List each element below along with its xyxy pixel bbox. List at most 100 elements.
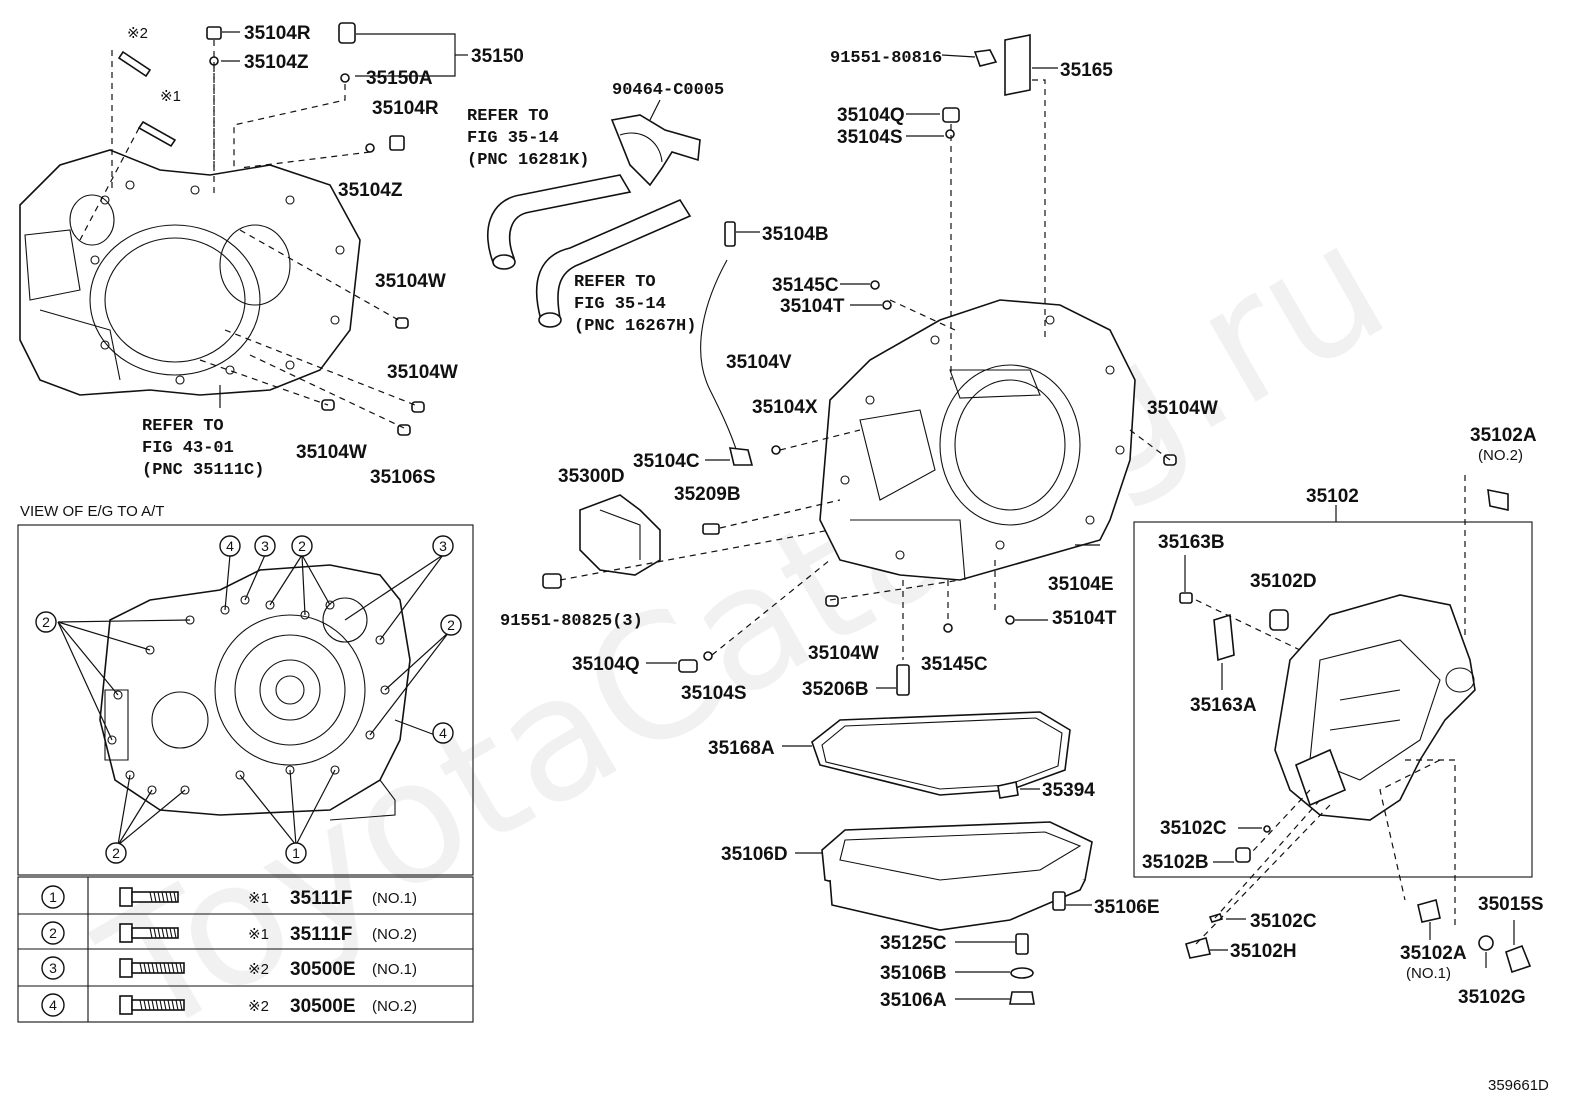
inset-engine-view <box>99 564 411 821</box>
svg-text:2: 2 <box>298 538 306 554</box>
refer-note-3-line2: FIG 35-14 <box>574 295 666 314</box>
label-35102G: 35102G <box>1458 987 1526 1008</box>
label-35209B: 35209B <box>674 484 741 505</box>
breather-tube <box>700 221 781 466</box>
bolt-icon <box>119 887 133 907</box>
extension-housing-illustration <box>1179 488 1532 974</box>
label-91551-80816: 91551-80816 <box>830 49 942 68</box>
label-35102C-b: 35102C <box>1250 911 1317 932</box>
label-35165: 35165 <box>1060 60 1113 81</box>
label-35104R-mid: 35104R <box>372 98 439 119</box>
label-35206B: 35206B <box>802 679 869 700</box>
refer-note-3-line1: REFER TO <box>574 273 656 292</box>
row-number: 1 <box>49 889 57 905</box>
left-small-parts <box>117 22 425 436</box>
row-number: 3 <box>49 960 57 976</box>
converter-housing-illustration <box>19 149 361 396</box>
center-leader-lines <box>559 54 1171 689</box>
row-part-number: 30500E <box>290 959 356 980</box>
label-35125C: 35125C <box>880 933 947 954</box>
row-part-number: 35111F <box>290 888 352 909</box>
label-35102H: 35102H <box>1230 941 1297 962</box>
row-part-number: 35111F <box>290 924 352 945</box>
label-35163A: 35163A <box>1190 695 1257 716</box>
left-leader-lines <box>79 31 468 429</box>
refer-note-3-line3: (PNC 16267H) <box>574 317 696 336</box>
label-35102D: 35102D <box>1250 571 1317 592</box>
row-mark: ※2 <box>248 998 269 1015</box>
row-number: 2 <box>49 925 57 941</box>
label-35104V: 35104V <box>726 352 792 373</box>
label-35104E: 35104E <box>1048 574 1114 595</box>
label-91551-80825: 91551-80825(3) <box>500 612 643 631</box>
inset-frame <box>17 524 474 876</box>
label-35102A-top-sub: (NO.2) <box>1478 447 1523 464</box>
row-number-circle <box>41 885 65 909</box>
label-35104Q-top: 35104Q <box>837 105 905 126</box>
row-number-circle <box>41 956 65 980</box>
label-35102A-top: 35102A <box>1470 425 1537 446</box>
row-part-number: 30500E <box>290 996 356 1017</box>
row-number: 4 <box>49 997 57 1013</box>
label-35106S: 35106S <box>370 467 436 488</box>
extension-housing-frame <box>1133 521 1533 878</box>
label-35106D: 35106D <box>721 844 788 865</box>
svg-text:2: 2 <box>42 614 50 630</box>
label-35106E: 35106E <box>1094 897 1160 918</box>
label-35163B: 35163B <box>1158 532 1225 553</box>
label-35104Z-mid: 35104Z <box>338 180 403 201</box>
row-number-circle <box>41 921 65 945</box>
bolt-table-row: 3 ※2 30500E (NO.1) <box>41 956 417 980</box>
svg-text:3: 3 <box>261 538 269 554</box>
label-35102A-bot-sub: (NO.1) <box>1406 965 1451 982</box>
label-35102A-bot: 35102A <box>1400 943 1467 964</box>
label-35168A: 35168A <box>708 738 775 759</box>
label-35394: 35394 <box>1042 780 1095 801</box>
label-35150A: 35150A <box>366 68 433 89</box>
label-35104Q-bot: 35104Q <box>572 654 640 675</box>
row-note: (NO.1) <box>372 890 417 907</box>
row-mark: ※2 <box>248 961 269 978</box>
label-35104T-top: 35104T <box>780 296 845 317</box>
label-35104R-top: 35104R <box>244 23 311 44</box>
row-number-circle <box>41 993 65 1017</box>
refer-note-1-line1: REFER TO <box>142 417 224 436</box>
transaxle-case-illustration <box>819 299 1136 581</box>
svg-text:2: 2 <box>447 617 455 633</box>
bolt-icon <box>119 995 133 1015</box>
bolt-icon <box>119 923 133 943</box>
label-35104X: 35104X <box>752 397 818 418</box>
label-35104S-bot: 35104S <box>681 683 747 704</box>
label-35104W-right: 35104W <box>1147 398 1218 419</box>
label-35106B: 35106B <box>880 963 947 984</box>
leader-90464 <box>649 99 661 121</box>
row-note: (NO.1) <box>372 961 417 978</box>
label-35104W-b: 35104W <box>387 362 458 383</box>
oil-pan-leader-lines <box>782 745 1092 1000</box>
label-35106A: 35106A <box>880 990 947 1011</box>
label-35104T-bot: 35104T <box>1052 608 1117 629</box>
label-35104S-top: 35104S <box>837 127 903 148</box>
refer-note-2-line2: FIG 35-14 <box>467 129 559 148</box>
label-35104W-a: 35104W <box>375 271 446 292</box>
extension-housing-leader-lines <box>1184 475 1515 968</box>
label-35104W-c: 35104W <box>296 442 367 463</box>
refer-note-2-line3: (PNC 16281K) <box>467 151 589 170</box>
label-35104Z-top: 35104Z <box>244 52 309 73</box>
inset-callout-lines <box>57 554 450 846</box>
diagram-id: 359661D <box>1488 1077 1549 1094</box>
svg-text:3: 3 <box>439 538 447 554</box>
svg-text:4: 4 <box>226 538 234 554</box>
label-35104B: 35104B <box>762 224 829 245</box>
label-35145C-top: 35145C <box>772 275 839 296</box>
mark2-label: ※2 <box>127 25 148 42</box>
svg-text:4: 4 <box>439 725 447 741</box>
label-35015S: 35015S <box>1478 894 1544 915</box>
label-35145C-bot: 35145C <box>921 654 988 675</box>
label-35104W-bot: 35104W <box>808 643 879 664</box>
